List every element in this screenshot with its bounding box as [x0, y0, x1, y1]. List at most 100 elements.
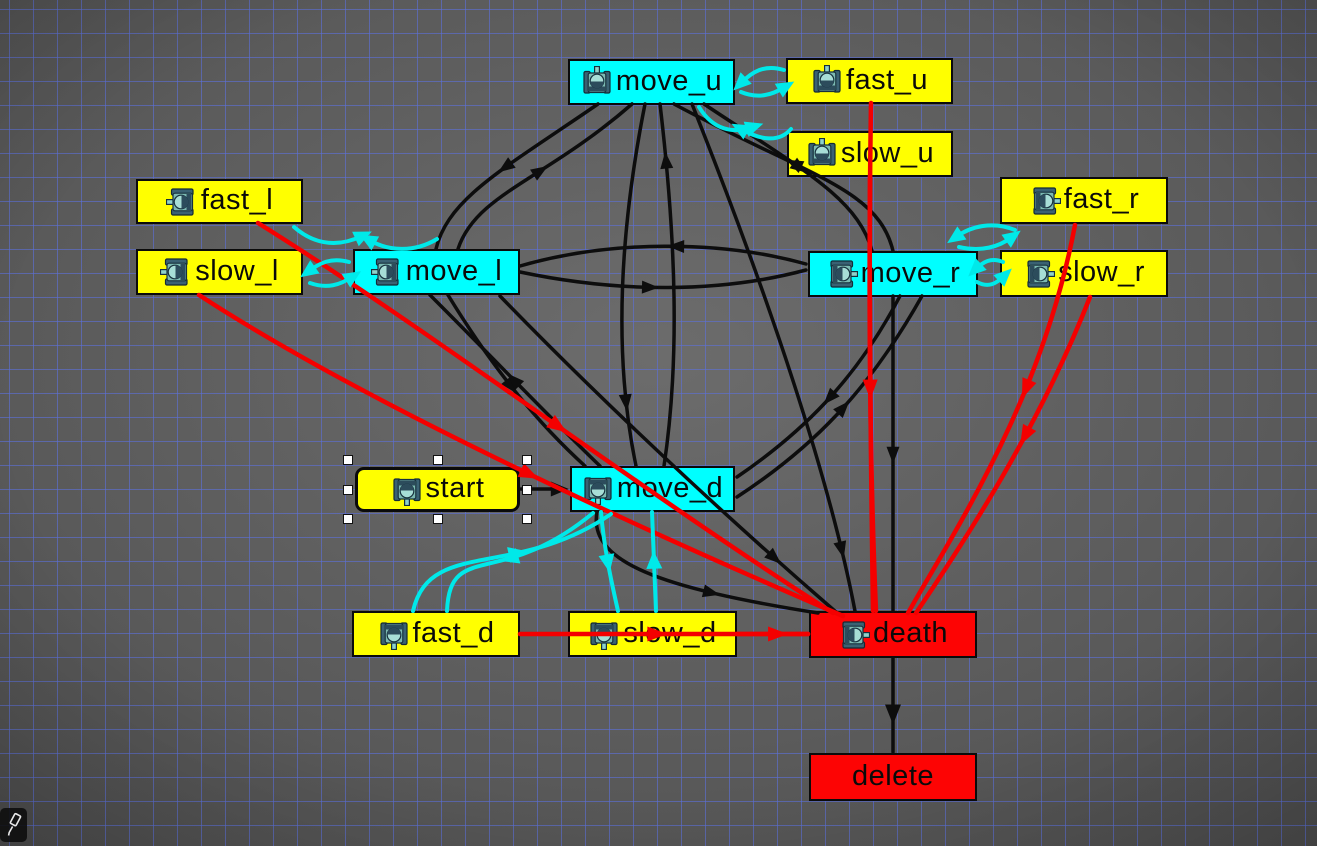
edge-slow_l-to-death[interactable]	[196, 292, 846, 619]
node-slow_r[interactable]: slow_r	[1000, 250, 1168, 297]
node-label: fast_d	[412, 616, 495, 649]
tank-up-icon	[811, 65, 843, 97]
edge-move_l-to-move_d[interactable]	[446, 293, 587, 468]
node-slow_l[interactable]: slow_l	[136, 249, 303, 295]
node-label: move_l	[405, 254, 503, 287]
node-label: slow_r	[1058, 256, 1145, 288]
tank-left-icon	[370, 256, 403, 288]
edge-move_u-to-move_l[interactable]	[434, 102, 600, 251]
arrowhead-fast_u-to-move_u	[733, 72, 752, 91]
arrowhead-move_r-to-move_d	[823, 387, 840, 405]
edge-slow_r-to-death[interactable]	[913, 294, 1093, 616]
arrowhead-move_d-to-fast_d	[500, 548, 521, 564]
arrowhead-fast_l-to-move_l	[352, 231, 372, 247]
arrowhead-death-to-delete	[885, 704, 901, 725]
arrowhead-move_l-to-fast_l	[359, 234, 380, 251]
arrowhead-move_u-to-move_d	[618, 393, 632, 412]
selection-handle[interactable]	[522, 514, 532, 524]
tank-right-icon	[1029, 185, 1061, 217]
arrowhead-move_d-to-slow_d	[598, 553, 615, 573]
arrowhead-slow_u-to-move_u	[731, 123, 752, 140]
node-label: start	[425, 472, 485, 504]
arrowhead-fast_r-to-death	[1021, 377, 1037, 399]
edge-move_l-to-death[interactable]	[498, 294, 838, 614]
edge-move_d-to-fast_d[interactable]	[445, 511, 595, 613]
edge-move_r-to-move_u[interactable]	[672, 102, 895, 253]
node-label: fast_u	[846, 63, 928, 96]
selection-handle[interactable]	[432, 514, 443, 524]
arrowhead-move_d-to-move_u	[660, 151, 674, 170]
edge-move_l-to-move_u[interactable]	[456, 102, 634, 251]
edge-fast_l-to-move_l[interactable]	[292, 225, 364, 245]
arrowhead-move_r-to-move_u	[786, 159, 805, 173]
edge-move_r-to-move_d[interactable]	[735, 294, 902, 479]
arrowhead-move_d-to-death	[701, 584, 720, 598]
node-fast_d[interactable]: fast_d	[352, 611, 520, 657]
selection-handle[interactable]	[522, 455, 532, 465]
arrowhead-slow_d-to-move_d	[646, 550, 663, 570]
tank-right-icon	[826, 258, 858, 290]
arrowhead-move_u-to-fast_u	[774, 81, 795, 98]
selection-handle[interactable]	[432, 455, 443, 465]
edge-move_d-to-move_r[interactable]	[735, 294, 924, 499]
node-label: move_u	[615, 64, 723, 97]
arrowhead-move_u-to-death	[833, 540, 847, 559]
selection-handle[interactable]	[343, 514, 353, 524]
node-label: fast_l	[200, 184, 274, 216]
selection-handle[interactable]	[343, 484, 353, 495]
node-start[interactable]: start	[355, 467, 520, 512]
node-move_l[interactable]: move_l	[353, 249, 520, 295]
node-label: death	[872, 617, 949, 649]
node-fast_r[interactable]: fast_r	[1000, 177, 1168, 224]
arrowhead-fast_l-to-death	[546, 414, 567, 433]
edge-fast_d-to-move_d[interactable]	[411, 512, 613, 613]
arrowhead-move_l-to-move_u	[530, 165, 548, 181]
arrowhead-slow_d-to-death	[768, 626, 789, 642]
edge-move_l-to-move_r[interactable]	[518, 268, 808, 290]
node-move_u[interactable]: move_u	[568, 59, 735, 105]
tank-up-icon	[806, 138, 838, 170]
arrowhead-move_r-to-move_l	[667, 239, 685, 253]
arrowhead-move_u-to-move_l	[498, 157, 516, 173]
node-label: move_r	[860, 256, 961, 289]
edge-move_d-to-move_l[interactable]	[428, 293, 602, 468]
edge-fast_l-to-death[interactable]	[255, 220, 836, 616]
arrowhead-slow_r-to-death	[1020, 423, 1037, 446]
node-fast_l[interactable]: fast_l	[136, 179, 303, 224]
tank-left-icon	[165, 186, 198, 218]
edge-move_l-to-fast_l[interactable]	[367, 237, 439, 251]
node-label: fast_r	[1063, 183, 1140, 215]
pen-icon	[7, 812, 21, 836]
edge-move_r-to-fast_r[interactable]	[957, 235, 1014, 251]
arrowhead-move_r-to-death	[886, 446, 900, 464]
selection-handle[interactable]	[522, 484, 532, 495]
arrowhead-slow_l-to-move_l	[341, 271, 362, 288]
tank-right-icon	[1023, 258, 1056, 290]
node-label: slow_u	[840, 136, 935, 169]
selection-handle[interactable]	[343, 455, 353, 465]
tank-down-icon	[378, 618, 410, 650]
arrowhead-move_d-to-move_l	[507, 373, 525, 391]
tank-down-icon	[391, 474, 423, 506]
arrowhead-move_r-to-slow_r	[993, 268, 1012, 287]
node-label: slow_l	[195, 254, 279, 287]
edge-move_u-to-move_r[interactable]	[702, 102, 874, 253]
tank-right-icon	[838, 619, 870, 651]
arrowhead-move_l-to-move_r	[641, 280, 659, 294]
edge-slow_u-to-death[interactable]	[867, 173, 876, 614]
tank-left-icon	[160, 256, 192, 288]
node-delete[interactable]: delete	[809, 753, 977, 801]
pen-tool-cursor	[0, 808, 27, 842]
arrowhead-move_l-to-death	[764, 547, 782, 564]
arrowhead-move_r-to-fast_r	[1001, 230, 1021, 248]
edge-move_r-to-move_l[interactable]	[518, 244, 808, 268]
arrowhead-move_l-to-move_d	[501, 376, 517, 394]
node-move_r[interactable]: move_r	[808, 251, 978, 297]
edge-move_d-to-death[interactable]	[594, 510, 820, 615]
tank-up-icon	[581, 66, 613, 98]
arrowhead-fast_d-to-death	[647, 626, 668, 642]
node-label: delete	[851, 759, 934, 792]
edge-fast_r-to-death[interactable]	[905, 222, 1078, 616]
